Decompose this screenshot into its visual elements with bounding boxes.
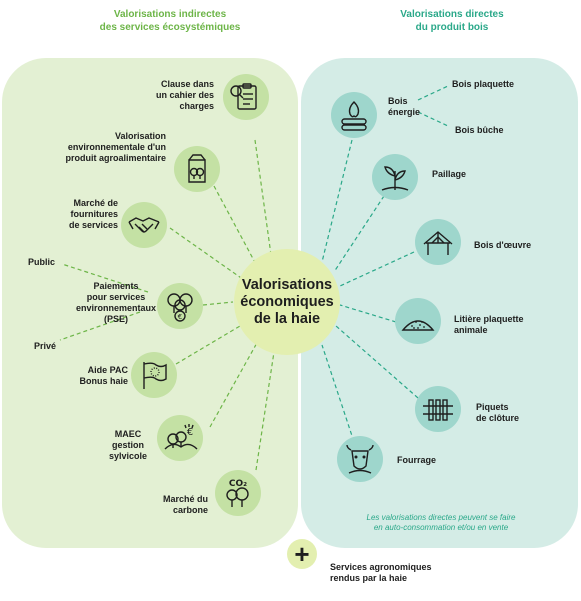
direct-header-line1: Valorisations directes bbox=[400, 9, 504, 20]
product-package-icon bbox=[174, 146, 220, 192]
central-line1: Valorisations bbox=[241, 276, 333, 293]
label-timber: Bois d'œuvre bbox=[474, 240, 532, 250]
label-mulch: Paillage bbox=[432, 169, 467, 179]
central-line3: de la haie bbox=[253, 310, 321, 327]
indirect-header: Valorisations indirectes des services éc… bbox=[70, 8, 270, 34]
indirect-header-line2: des services écosystémiques bbox=[99, 22, 241, 33]
timber-frame-icon bbox=[415, 219, 461, 265]
connector-pse bbox=[202, 301, 234, 306]
label-fodder: Fourrage bbox=[397, 455, 437, 465]
connector-clause bbox=[254, 139, 273, 263]
connector-maec bbox=[209, 340, 259, 428]
firewood-icon bbox=[331, 92, 377, 138]
connector-prive bbox=[59, 311, 141, 341]
svg-text:€: € bbox=[187, 427, 193, 438]
connector-plaquette bbox=[417, 85, 449, 101]
forest-management-euro-icon: € bbox=[157, 415, 203, 461]
central-theme: Valorisations économiques de la haie bbox=[234, 249, 340, 355]
direct-valorisation-note: Les valorisations directes peuvent se fa… bbox=[366, 513, 516, 532]
connector-buche bbox=[417, 111, 449, 127]
co2-trees-icon: CO₂ bbox=[215, 470, 261, 516]
connector-carbon bbox=[255, 351, 275, 471]
connector-services bbox=[169, 227, 245, 281]
svg-text:€: € bbox=[178, 313, 182, 321]
central-line2: économiques bbox=[240, 293, 334, 310]
mulch-sprout-icon bbox=[372, 154, 418, 200]
cow-head-icon bbox=[337, 436, 383, 482]
label-buche: Bois bûche bbox=[455, 125, 504, 135]
indirect-header-line1: Valorisations indirectes bbox=[113, 9, 227, 20]
trees-euro-icon: € bbox=[157, 283, 203, 329]
direct-header-line2: du produit bois bbox=[415, 22, 489, 33]
handshake-icon bbox=[121, 202, 167, 248]
eu-flag-icon bbox=[131, 352, 177, 398]
clipboard-magnifier-icon bbox=[223, 74, 269, 120]
connector-timber bbox=[339, 251, 415, 287]
connector-energy bbox=[321, 139, 353, 263]
label-plaquette: Bois plaquette bbox=[452, 79, 515, 89]
connector-pac bbox=[175, 325, 241, 365]
fence-post-icon bbox=[415, 386, 461, 432]
connector-product bbox=[213, 185, 259, 269]
connector-mulch bbox=[333, 195, 385, 273]
wood-chips-icon bbox=[395, 298, 441, 344]
label-public: Public bbox=[28, 257, 56, 267]
direct-header: Valorisations directes du produit bois bbox=[372, 8, 532, 34]
connector-public bbox=[61, 263, 149, 293]
plus-icon: + bbox=[287, 539, 317, 569]
label-prive: Privé bbox=[34, 341, 57, 351]
connector-litter bbox=[339, 304, 397, 323]
connector-fodder bbox=[321, 344, 357, 449]
svg-text:CO₂: CO₂ bbox=[229, 479, 247, 489]
